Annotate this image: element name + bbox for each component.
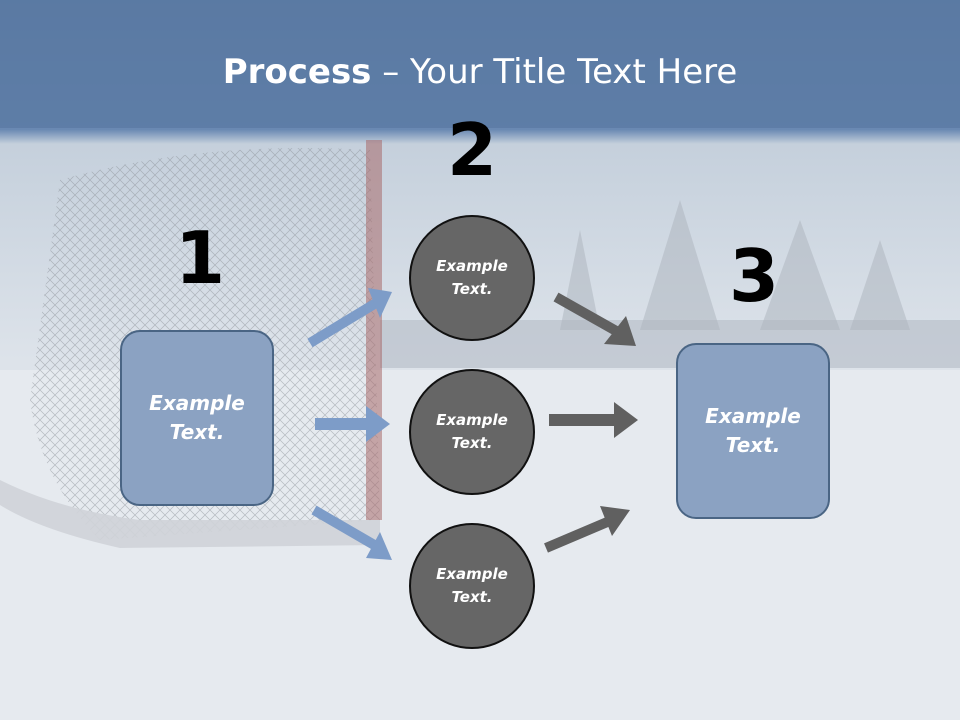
gray-arrow-top xyxy=(553,292,636,346)
circle-bottom-line1: Example xyxy=(436,565,508,583)
blue-arrow-down xyxy=(311,505,392,560)
right-process-box: Example Text. xyxy=(676,343,830,519)
left-process-box: Example Text. xyxy=(120,330,274,506)
circle-top-line1: Example xyxy=(436,257,508,275)
gray-arrow-middle xyxy=(549,402,638,438)
circle-middle-line1: Example xyxy=(436,411,508,429)
step-number-1: 1 xyxy=(174,216,226,300)
circle-top-line2: Text. xyxy=(451,280,493,298)
left-box-line2: Text. xyxy=(169,420,225,444)
left-box-line1: Example xyxy=(149,391,245,415)
step-number-2: 2 xyxy=(446,108,498,192)
gray-arrow-bottom xyxy=(544,506,630,553)
slide-title: Process – Your Title Text Here xyxy=(0,52,960,92)
circle-step-top: Example Text. xyxy=(409,215,535,341)
title-rest-part: – Your Title Text Here xyxy=(371,52,738,92)
title-bold-part: Process xyxy=(222,52,372,92)
circle-middle-line2: Text. xyxy=(451,434,493,452)
blue-arrow-middle xyxy=(315,406,390,442)
right-box-line2: Text. xyxy=(725,433,781,457)
circle-step-middle: Example Text. xyxy=(409,369,535,495)
circle-step-bottom: Example Text. xyxy=(409,523,535,649)
circle-bottom-line2: Text. xyxy=(451,588,493,606)
step-number-3: 3 xyxy=(728,234,780,318)
blue-arrow-up xyxy=(307,288,392,348)
right-box-line1: Example xyxy=(705,404,801,428)
